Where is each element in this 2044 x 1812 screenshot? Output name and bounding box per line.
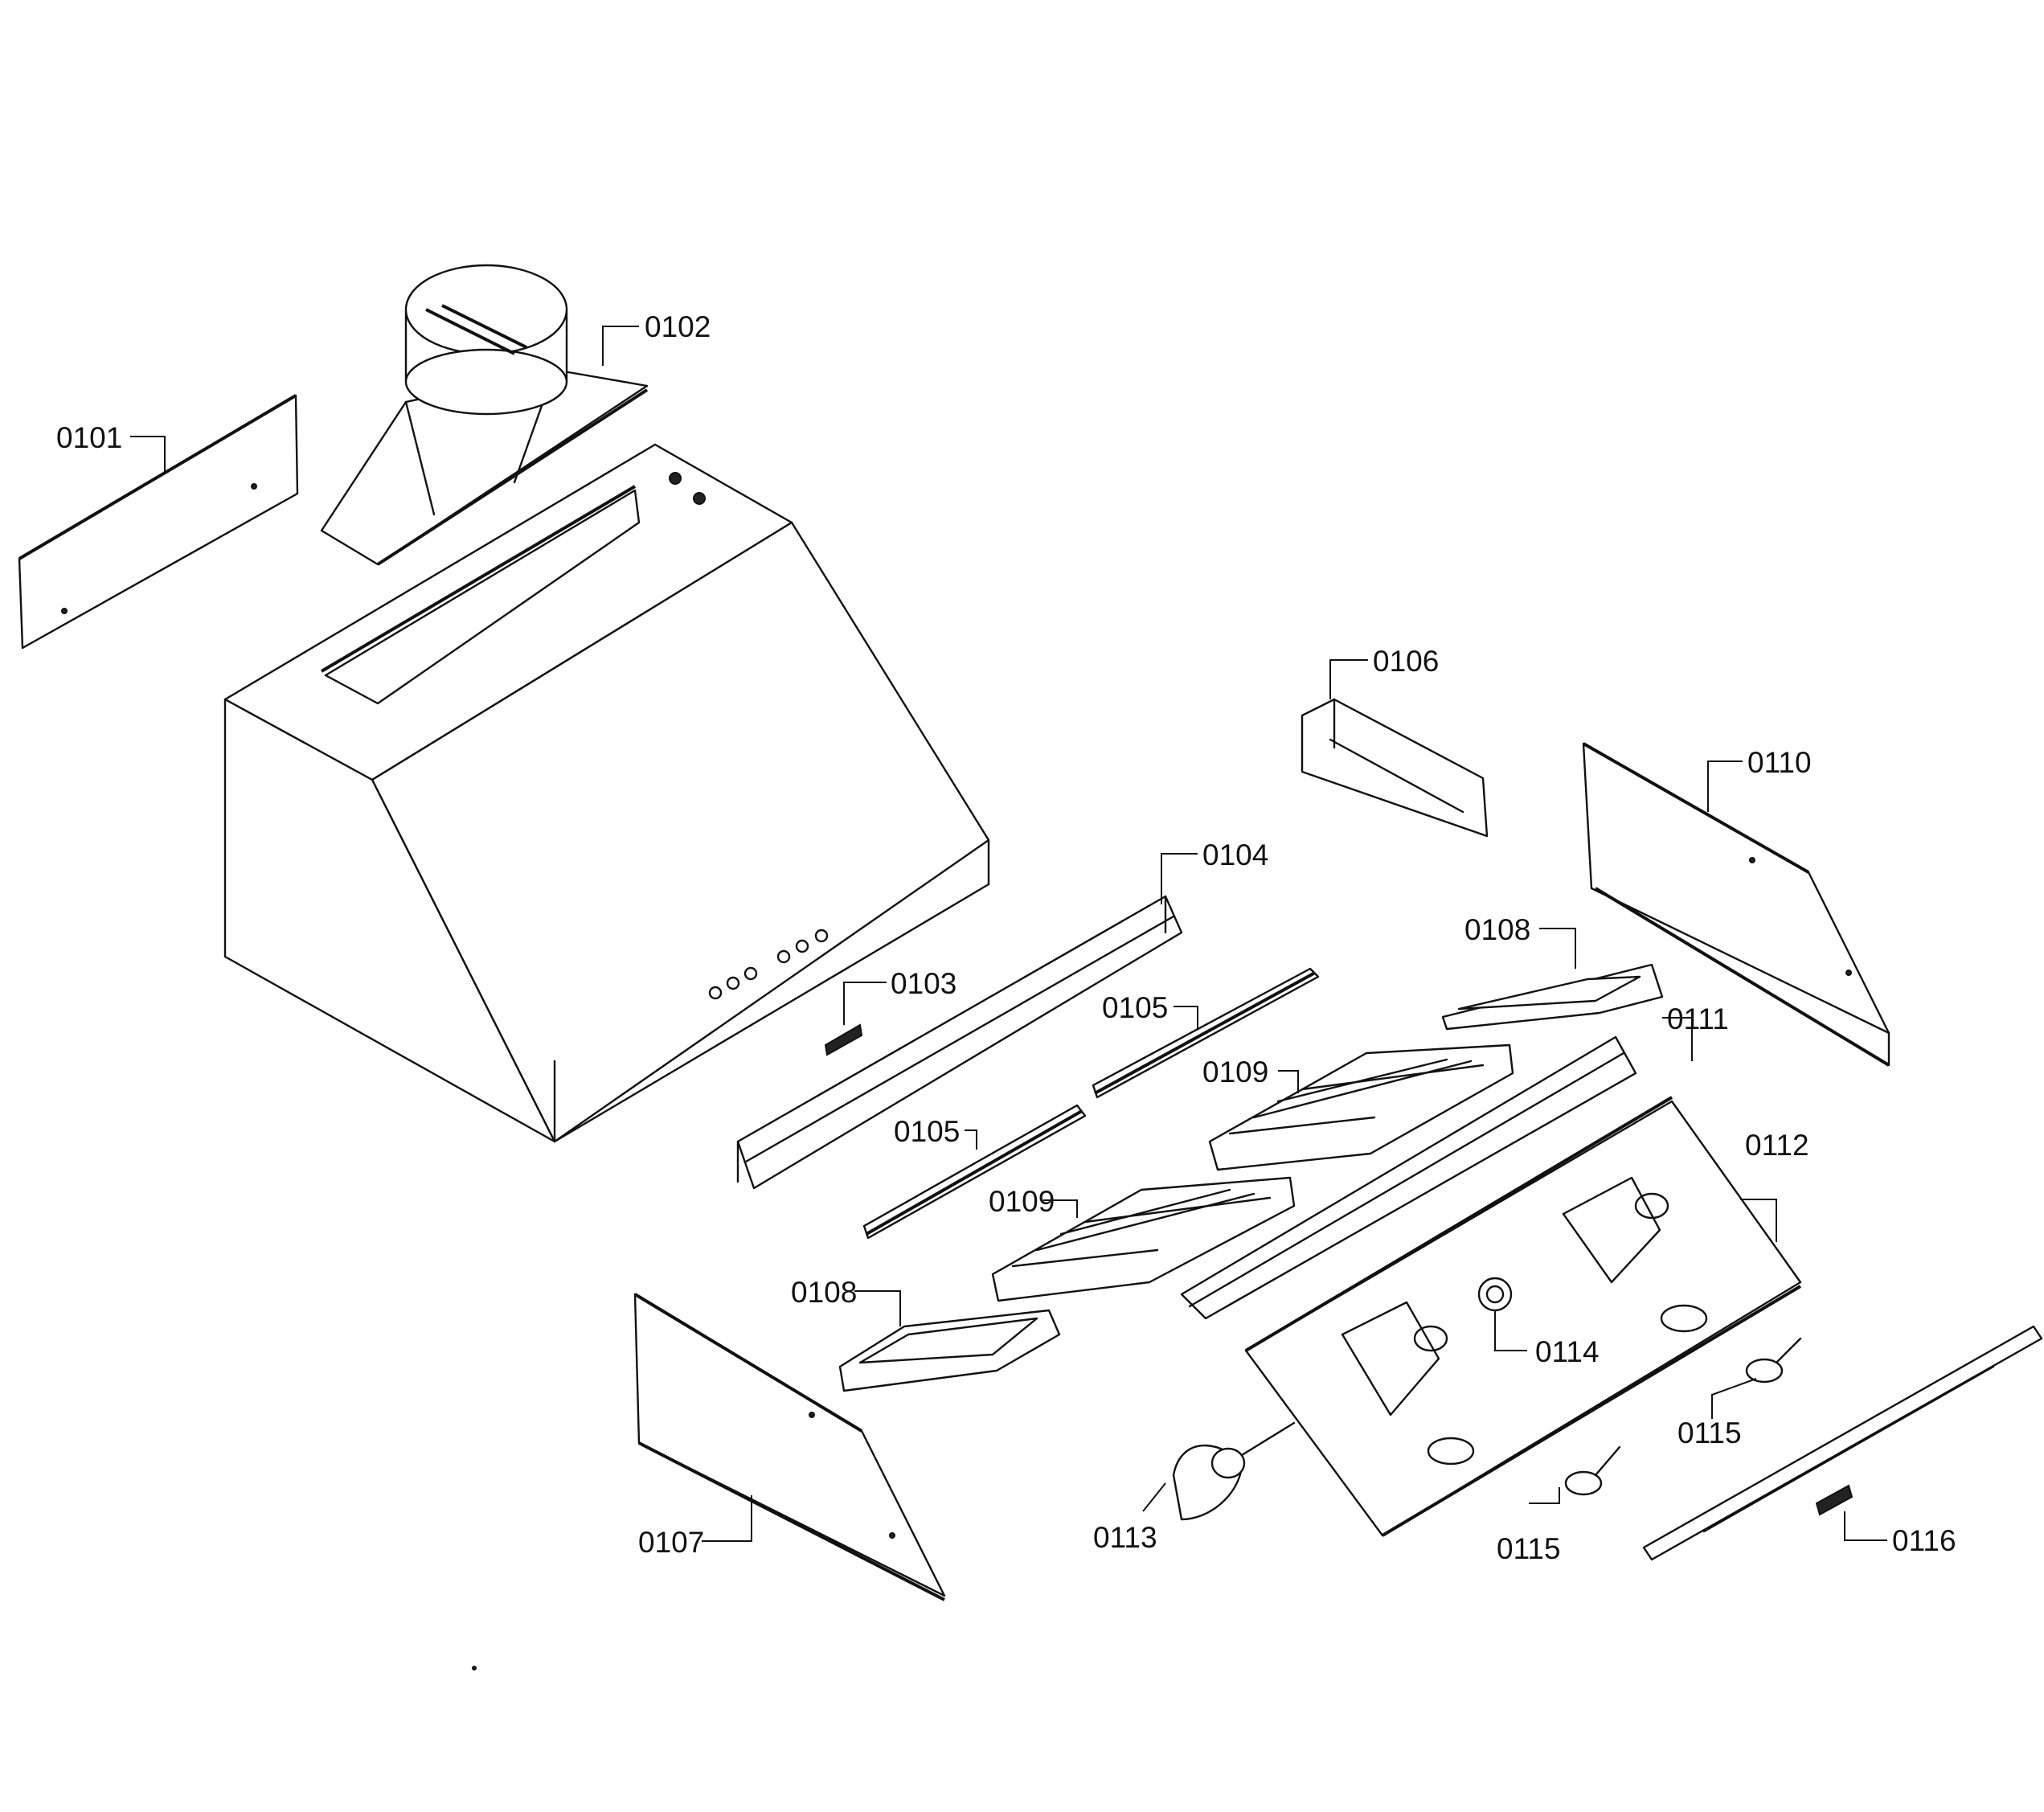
part-0114-motor: [1477, 1277, 1513, 1312]
part-0109-baffle-filter-a: [1208, 1043, 1514, 1171]
callout-0101: 0101: [56, 421, 122, 454]
callout-0105: 0105: [1102, 991, 1168, 1024]
part-0102-duct-transition: [320, 264, 649, 566]
part-0116-trim-strip: [1642, 1325, 2043, 1561]
callout-0103: 0103: [891, 967, 956, 1000]
part-0112-bottom-pan: [1244, 1096, 1802, 1537]
callout-0109: 0109: [989, 1185, 1055, 1218]
part-0107-left-side-panel: [633, 1293, 946, 1601]
callout-labels: 0101 0102 0103 0104 0105 0105 0106 0107 …: [56, 310, 1956, 1565]
part-0101-rear-panel: [18, 394, 299, 650]
part-0110-right-side-panel: [1582, 742, 1890, 1067]
callout-0108: 0108: [1464, 913, 1530, 946]
callout-0111: 0111: [1667, 1002, 1729, 1035]
part-0115-lamp-socket-a: [1745, 1337, 1802, 1384]
callout-0104: 0104: [1202, 838, 1268, 871]
callout-0115: 0115: [1497, 1532, 1561, 1565]
part-0106-bracket: [1301, 698, 1489, 838]
callout-0112: 0112: [1745, 1129, 1809, 1162]
callout-0108: 0108: [791, 1276, 857, 1309]
callout-0115: 0115: [1677, 1416, 1742, 1449]
callout-0116: 0116: [1892, 1524, 1956, 1557]
callout-0107: 0107: [638, 1526, 704, 1559]
callout-0114: 0114: [1535, 1335, 1600, 1368]
callout-0105: 0105: [894, 1115, 960, 1148]
callout-0110: 0110: [1747, 746, 1812, 779]
part-0109-baffle-filter-b: [991, 1176, 1296, 1302]
control-panel-buttons: [708, 929, 829, 1000]
part-0105-strip-a: [1092, 967, 1320, 1099]
callout-0106: 0106: [1373, 645, 1439, 678]
part-0111-rail: [1180, 1035, 1637, 1320]
callout-0109: 0109: [1202, 1056, 1268, 1088]
leader-lines: [130, 326, 1887, 1542]
part-0105-strip-b: [862, 1104, 1087, 1240]
callout-0113: 0113: [1093, 1521, 1157, 1554]
part-0103-switch: [824, 1023, 863, 1056]
part-0108-filter-frame-a: [1441, 963, 1664, 1031]
part-0108-filter-frame-b: [838, 1309, 1061, 1392]
part-0113-lamp-shade: [1172, 1421, 1296, 1521]
callout-0102: 0102: [645, 310, 711, 343]
range-hood-body: [223, 443, 990, 1143]
part-0115-lamp-socket-b: [1564, 1445, 1621, 1496]
part-0104-channel: [736, 895, 1183, 1190]
